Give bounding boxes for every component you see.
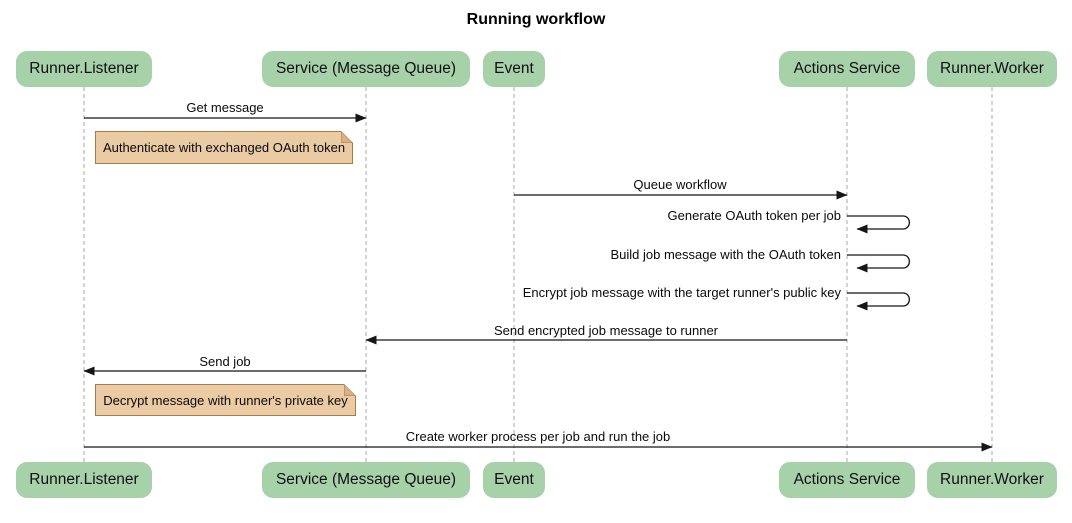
diagram-title: Running workflow <box>466 11 606 28</box>
message-label-generate-oauth-token: Generate OAuth token per job <box>667 208 841 223</box>
note-authenticate-oauth: Authenticate with exchanged OAuth token <box>95 131 353 164</box>
participant-actions-service-top: Actions Service <box>779 51 915 87</box>
participant-runner-worker-bottom: Runner.Worker <box>927 462 1057 498</box>
message-label-send-job: Send job <box>199 354 251 369</box>
participant-label: Runner.Listener <box>29 60 139 77</box>
message-label-build-job-message: Build job message with the OAuth token <box>610 247 841 262</box>
note-text: Authenticate with exchanged OAuth token <box>102 140 346 155</box>
participant-event-top: Event <box>483 51 545 87</box>
participant-label: Service (Message Queue) <box>275 471 457 488</box>
self-arrow-encrypt-job-message <box>847 292 911 311</box>
message-label-send-encrypted-job-message: Send encrypted job message to runner <box>493 323 719 338</box>
participant-service-message-queue-top: Service (Message Queue) <box>262 51 470 87</box>
participant-label: Runner.Listener <box>29 471 139 488</box>
note-fold-icon <box>344 384 356 396</box>
participant-label: Runner.Worker <box>940 60 1044 77</box>
self-arrow-build-job-message <box>847 254 911 273</box>
message-label-get-message: Get message <box>186 100 264 115</box>
participant-label: Event <box>494 471 534 488</box>
message-label-queue-workflow: Queue workflow <box>633 177 727 192</box>
participant-label: Service (Message Queue) <box>275 60 457 77</box>
participant-runner-listener-bottom: Runner.Listener <box>16 462 152 498</box>
message-label-create-worker-process: Create worker process per job and run th… <box>405 429 671 444</box>
note-decrypt-private-key: Decrypt message with runner's private ke… <box>95 384 356 416</box>
participant-service-message-queue-bottom: Service (Message Queue) <box>262 462 470 498</box>
note-text: Decrypt message with runner's private ke… <box>103 392 348 408</box>
participant-runner-listener-top: Runner.Listener <box>16 51 152 87</box>
participant-event-bottom: Event <box>483 462 545 498</box>
participant-actions-service-bottom: Actions Service <box>779 462 915 498</box>
note-fold-icon <box>341 131 353 143</box>
participant-label: Runner.Worker <box>940 471 1044 488</box>
self-arrow-generate-oauth-token <box>847 215 911 234</box>
participant-label: Event <box>494 60 534 77</box>
participant-runner-worker-top: Runner.Worker <box>927 51 1057 87</box>
participant-label: Actions Service <box>793 471 901 488</box>
participant-label: Actions Service <box>793 60 901 77</box>
message-label-encrypt-job-message: Encrypt job message with the target runn… <box>522 285 841 300</box>
